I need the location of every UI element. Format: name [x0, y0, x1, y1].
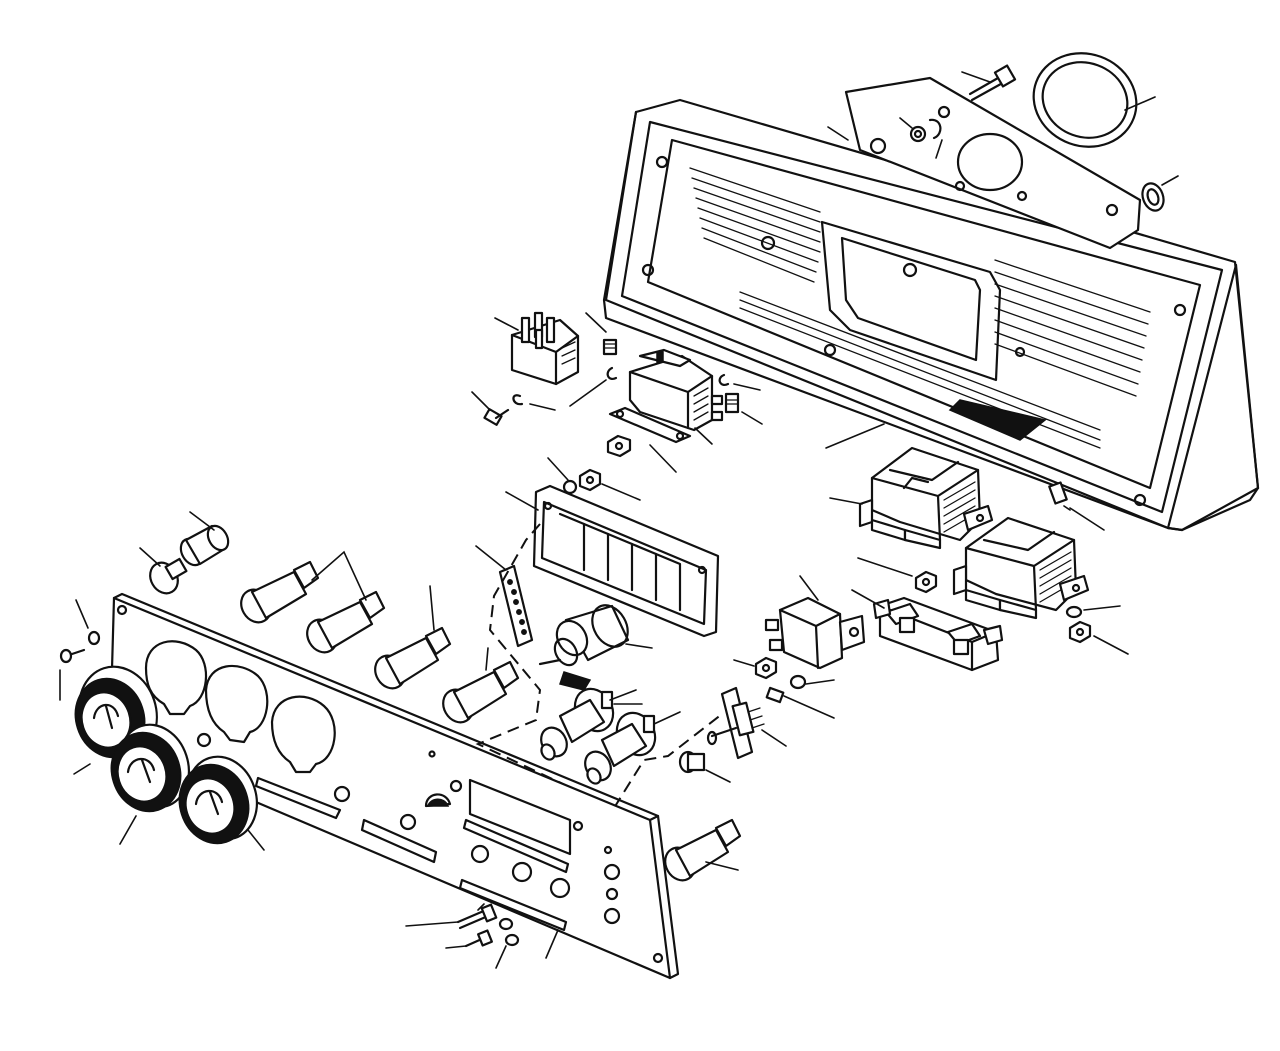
bulb-lamp	[139, 547, 188, 595]
lamp-holder-lower	[664, 818, 742, 882]
warning-light-cluster	[505, 484, 720, 638]
toggle-switch	[706, 686, 835, 760]
sealing-ring-large	[1032, 52, 1156, 148]
screw-relay-left	[471, 366, 618, 426]
bulb-holder-top	[179, 511, 230, 567]
screw-panel-left	[59, 599, 101, 701]
grommet-small	[1141, 175, 1179, 212]
screws-panel-bottom	[405, 903, 559, 969]
relay-bracket-mounted	[733, 575, 866, 690]
gauge-right	[178, 755, 265, 851]
leader-housing	[825, 423, 885, 449]
indicator-lamp-holder	[240, 550, 520, 724]
push-switch-right	[584, 711, 681, 785]
connector-strip	[475, 545, 534, 648]
front-panel	[108, 592, 680, 980]
mounting-bracket-plate	[827, 76, 1142, 250]
nut-flasher	[606, 434, 632, 458]
instrument-housing	[602, 98, 1260, 532]
plug-small	[678, 750, 731, 783]
screw-relay-top	[585, 312, 618, 356]
control-module-lower	[952, 481, 1105, 620]
gauge-middle	[110, 723, 190, 845]
bolt-top	[961, 64, 1017, 102]
fuse-holder	[851, 589, 1004, 672]
nut-washer-plate	[899, 117, 943, 159]
rotary-switch	[538, 604, 653, 691]
nut-washer-left	[547, 457, 641, 501]
hardware-module	[857, 557, 1129, 655]
control-module-upper	[829, 446, 994, 550]
relay-four-pin	[494, 311, 580, 386]
flasher-unit	[608, 348, 763, 473]
push-switch-left	[540, 687, 643, 761]
